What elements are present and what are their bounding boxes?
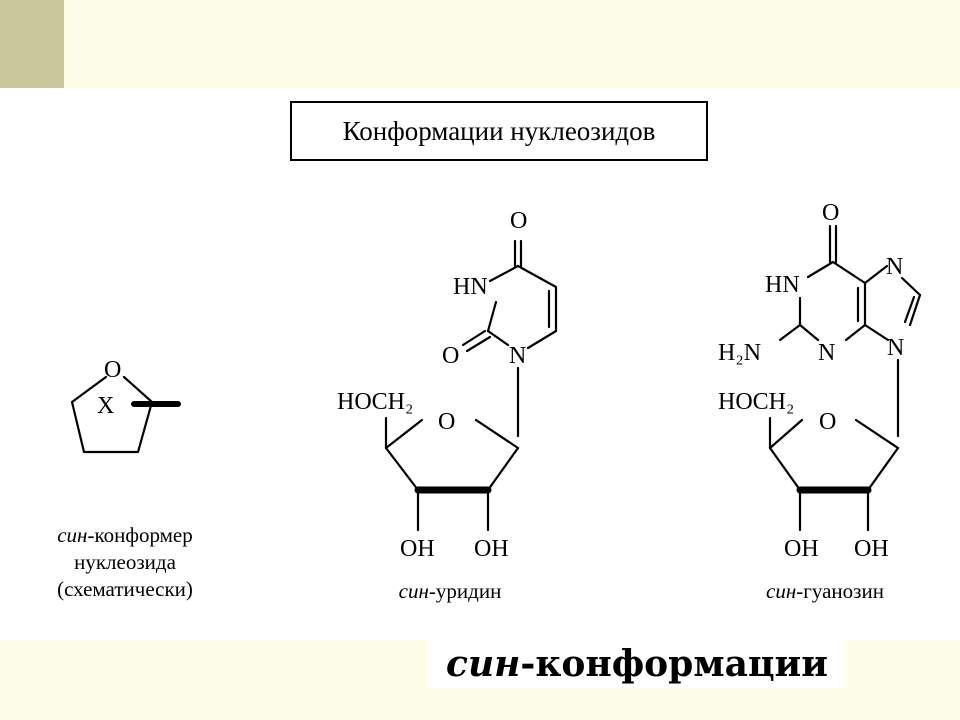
- uridine-oh-3: OH: [474, 536, 509, 562]
- caption-text: -гуанозин: [796, 579, 884, 603]
- uridine-oh-2: OH: [400, 536, 435, 562]
- schematic-x-label: X: [97, 393, 114, 419]
- guanosine-oh-3: OH: [854, 536, 889, 562]
- schematic-caption: син-конформер нуклеозида (схематически): [20, 522, 230, 603]
- syn-prefix: син: [57, 523, 88, 547]
- accent-square: [0, 0, 64, 88]
- caption-text: -уридин: [428, 579, 502, 603]
- guanosine-hoch2: HOCH₂: [718, 389, 794, 415]
- guanosine-ribose: [768, 416, 900, 532]
- uridine-n3h: HN: [453, 274, 488, 300]
- schematic-ring-oxygen: O: [104, 357, 121, 383]
- uridine-n1: N: [509, 343, 526, 369]
- guanosine-n9: N: [887, 335, 904, 361]
- guanosine-nh2: H₂N: [718, 340, 761, 366]
- guanosine-o6: O: [822, 200, 839, 226]
- guanosine-base: [778, 224, 922, 438]
- syn-conformations-label: син-конформации: [428, 640, 846, 688]
- uridine-ribose: [384, 416, 520, 532]
- figure-title-text: Конформации нуклеозидов: [342, 115, 656, 146]
- figure-title: Конформации нуклеозидов: [290, 101, 708, 161]
- uridine-base: [461, 239, 558, 438]
- guanosine-caption: син-гуанозин: [720, 578, 930, 605]
- syn-prefix: син: [766, 579, 797, 603]
- uridine-o2: O: [442, 343, 459, 369]
- guanosine-n7: N: [886, 254, 903, 280]
- guanosine-n3: N: [818, 340, 835, 366]
- uridine-o4: O: [510, 208, 527, 234]
- schematic-caption-line3: (схематически): [57, 576, 193, 601]
- uridine-caption: син-уридин: [350, 578, 550, 605]
- guanosine-n1h: HN: [765, 272, 800, 298]
- uridine-ring-oxygen: O: [438, 409, 455, 435]
- guanosine-ring-oxygen: O: [819, 409, 836, 435]
- top-band: [0, 0, 960, 88]
- syn-prefix: син: [446, 643, 521, 685]
- figure-panel: [0, 88, 960, 640]
- uridine-hoch2: HOCH₂: [337, 389, 413, 415]
- guanosine-oh-2: OH: [784, 536, 819, 562]
- footer-text: -конформации: [520, 643, 828, 685]
- syn-prefix: син: [398, 579, 429, 603]
- caption-text: -конформер: [87, 523, 193, 547]
- schematic-caption-line2: нуклеозида: [74, 549, 176, 574]
- schematic-caption-line1: син-конформер: [20, 522, 230, 549]
- schematic-ring: [70, 375, 181, 454]
